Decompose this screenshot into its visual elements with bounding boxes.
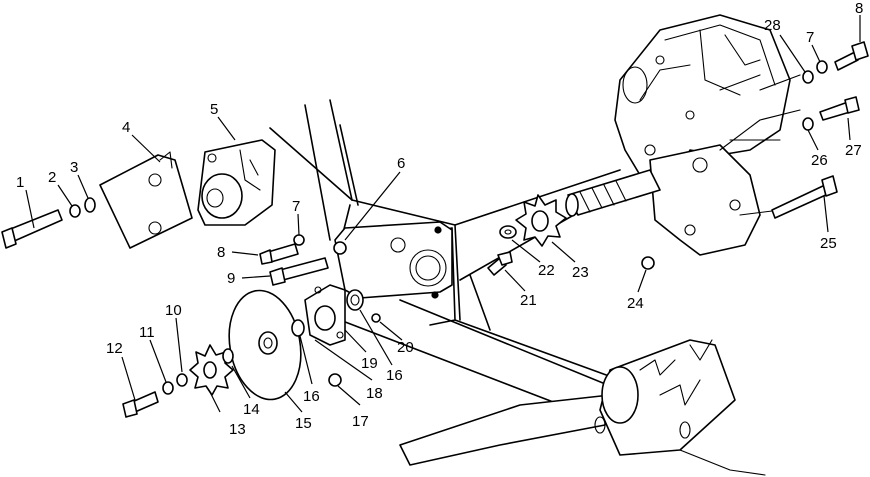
callout-25: 25	[820, 235, 837, 252]
callout-1: 1	[16, 174, 24, 191]
callout-24: 24	[627, 295, 644, 312]
callout-26: 26	[811, 152, 828, 169]
sprocket-23	[515, 194, 567, 247]
caliper-19	[304, 284, 346, 346]
callout-4: 4	[122, 119, 130, 136]
callout-12: 12	[106, 340, 123, 357]
callout-7-left: 7	[292, 198, 300, 215]
callout-16-b: 16	[386, 367, 403, 384]
callout-3: 3	[70, 159, 78, 176]
callout-20: 20	[397, 339, 414, 356]
callout-13: 13	[229, 421, 246, 438]
callout-2: 2	[48, 169, 56, 186]
callout-19: 19	[361, 355, 378, 372]
callout-10: 10	[165, 302, 182, 319]
splined-shaft	[565, 169, 661, 217]
bracket-4	[99, 151, 193, 249]
callout-5: 5	[210, 101, 218, 118]
callout-8-right: 8	[855, 0, 863, 17]
callout-14: 14	[243, 401, 260, 418]
leader-lines	[25, 15, 861, 413]
callout-7-right: 7	[806, 29, 814, 46]
seals-washers	[69, 60, 828, 395]
callout-18: 18	[366, 385, 383, 402]
callout-22: 22	[538, 262, 555, 279]
callout-6: 6	[397, 155, 405, 172]
callout-21: 21	[520, 292, 537, 309]
callout-11: 11	[139, 324, 155, 341]
brake-disc-15	[228, 289, 302, 401]
bolts	[1, 41, 869, 418]
ski-and-muffler	[399, 339, 766, 476]
callout-16-a: 16	[303, 388, 320, 405]
callout-9: 9	[227, 270, 235, 287]
callout-labels: 1 2 3 4 5 6 7 8 9 10 11 12 13 14 15 16 1…	[16, 0, 863, 438]
callout-28: 28	[764, 17, 781, 34]
callout-15: 15	[295, 415, 312, 432]
callout-17: 17	[352, 413, 369, 430]
chaincase-plate	[334, 221, 453, 299]
gearcase	[614, 14, 801, 256]
housing-5	[197, 139, 276, 226]
callout-23: 23	[572, 264, 589, 281]
callout-27: 27	[845, 142, 862, 159]
callout-8-left: 8	[217, 244, 225, 261]
